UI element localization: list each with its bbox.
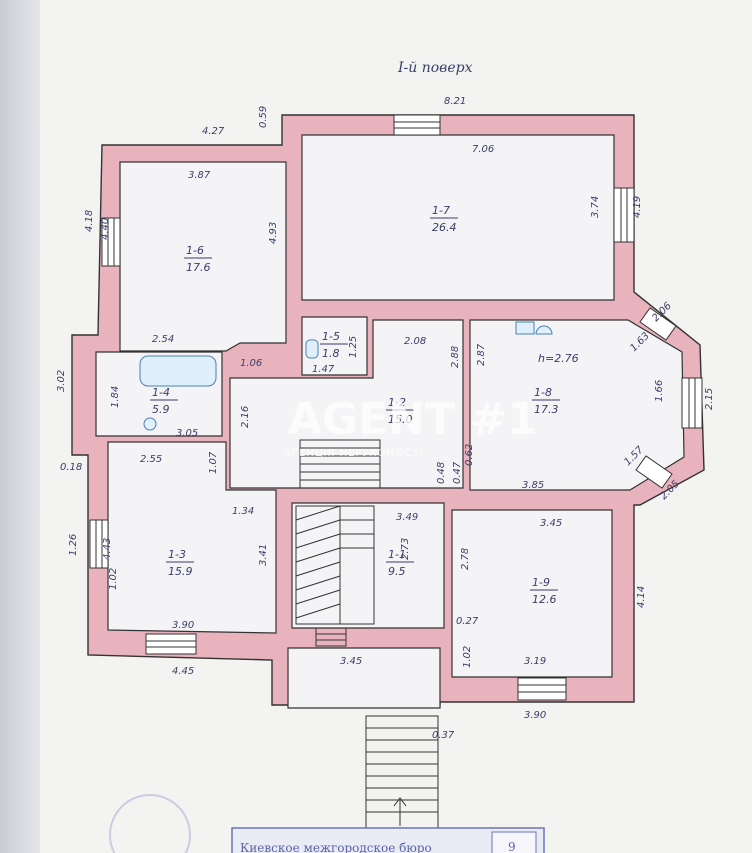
dimension-label: 0.37	[432, 730, 455, 741]
dimension-label: 1.02	[462, 646, 473, 668]
dimension-label: 2.78	[460, 548, 471, 570]
bureau-stamp: Киевское межгородское бюро 9	[231, 827, 545, 853]
dimension-label: 1.02	[108, 568, 119, 590]
dimension-labels: 8.21 4.27 0.59 3.87 7.06 4.18 4.40 4.93 3.74 4.19…	[56, 96, 715, 741]
room-1-8	[469, 319, 685, 491]
room-area: 17.6	[186, 261, 211, 274]
round-seal	[109, 794, 191, 853]
room-code: 1-8	[534, 386, 552, 399]
room-area: 5.9	[152, 403, 170, 416]
dimension-label: 3.45	[540, 518, 562, 529]
fixtures	[139, 321, 553, 431]
dimension-label: 4.14	[636, 586, 647, 608]
room-area: 26.4	[432, 221, 457, 234]
dimension-label: 2.16	[240, 406, 251, 428]
dimension-label: 0.18	[60, 462, 82, 473]
watermark-tagline: АГЕНЦІЯ НЕРУХОМОСТІ	[284, 448, 424, 459]
vestibule	[287, 647, 441, 709]
dimension-label: 2.87	[476, 343, 487, 366]
room-area: 15.9	[168, 565, 193, 578]
room-area: 1.8	[322, 347, 340, 360]
watermark-brand: AGENT #1	[288, 394, 538, 445]
room-code: 1-7	[432, 204, 450, 217]
dimension-label: 4.45	[172, 666, 194, 677]
room-area: 15.0	[388, 413, 413, 426]
dimension-label: 2.08	[404, 336, 426, 347]
room-code: 1-1	[388, 548, 406, 561]
room-code: 1-5	[322, 330, 340, 343]
dimension-label: 3.85	[522, 480, 544, 491]
dimension-label: 2.73	[400, 538, 411, 560]
room-labels: 1-1 9.5 1-2 15.0 1-3 15.9 1-4 5.9 1-5 1.8 1-6 17.6 1…	[150, 204, 560, 606]
dimension-label: 0.27	[456, 616, 479, 627]
room-1-2	[229, 319, 464, 489]
dimension-label: 3.87	[188, 170, 211, 181]
room-area: 17.3	[534, 403, 559, 416]
dimension-label: 3.19	[524, 656, 546, 667]
dimension-label: 1.26	[68, 534, 79, 556]
room-fills	[95, 134, 685, 709]
bureau-stamp-text: Киевское межгородское бюро	[240, 841, 432, 853]
dimension-label: 4.40	[100, 218, 111, 240]
ceiling-height-note: h=2.76	[538, 352, 579, 365]
dimension-label: 0.62	[464, 444, 475, 466]
room-code: 1-4	[152, 386, 170, 399]
dimension-label: 1.34	[232, 506, 254, 517]
dimension-label: 4.27	[202, 126, 225, 137]
dimension-label: 0.47	[452, 461, 463, 484]
room-1-9	[451, 509, 613, 678]
dimension-label: 3.90	[172, 620, 194, 631]
dimension-label: 1.06	[240, 358, 262, 369]
dimension-label: 3.05	[176, 428, 198, 439]
dimension-label: 3.49	[396, 512, 418, 523]
bureau-stamp-number: 9	[508, 840, 516, 853]
dimension-label: 4.43	[102, 538, 113, 560]
dimension-label: 7.06	[472, 144, 494, 155]
room-area: 9.5	[388, 565, 406, 578]
windows	[89, 114, 703, 701]
dimension-label: 8.21	[444, 96, 466, 107]
dimension-label: 3.74	[590, 196, 601, 218]
dimension-label: 1.66	[654, 380, 665, 402]
dimension-label: 1.84	[110, 386, 121, 408]
dimension-label: 3.41	[258, 544, 269, 566]
room-code: 1-9	[532, 576, 550, 589]
room-1-1	[291, 502, 445, 629]
dimension-label: 1.07	[208, 451, 219, 474]
dimension-label: 4.18	[84, 210, 95, 232]
dimension-label: 2.55	[140, 454, 162, 465]
dimension-label: 0.59	[258, 106, 269, 128]
dimension-label: 1.47	[312, 364, 335, 375]
dimension-label: 3.90	[524, 710, 546, 721]
room-code: 1-6	[186, 244, 204, 257]
dimension-label: 2.54	[152, 334, 174, 345]
dimension-label: 4.19	[632, 196, 643, 218]
room-1-6	[119, 161, 287, 352]
dimension-label: 3.02	[56, 370, 67, 392]
dimension-label: 4.93	[268, 222, 279, 244]
dimension-label: 1.25	[348, 336, 359, 358]
room-code: 1-3	[168, 548, 186, 561]
dimension-label: 0.48	[436, 462, 447, 484]
room-1-5	[301, 316, 368, 376]
dimension-label: 3.45	[340, 656, 362, 667]
room-area: 12.6	[532, 593, 557, 606]
dimension-label: 2.88	[450, 346, 461, 368]
room-code: 1-2	[388, 396, 406, 409]
floor-heading: I-й поверх	[397, 60, 473, 76]
dimension-label: 2.15	[704, 388, 715, 410]
room-1-3	[107, 441, 277, 634]
